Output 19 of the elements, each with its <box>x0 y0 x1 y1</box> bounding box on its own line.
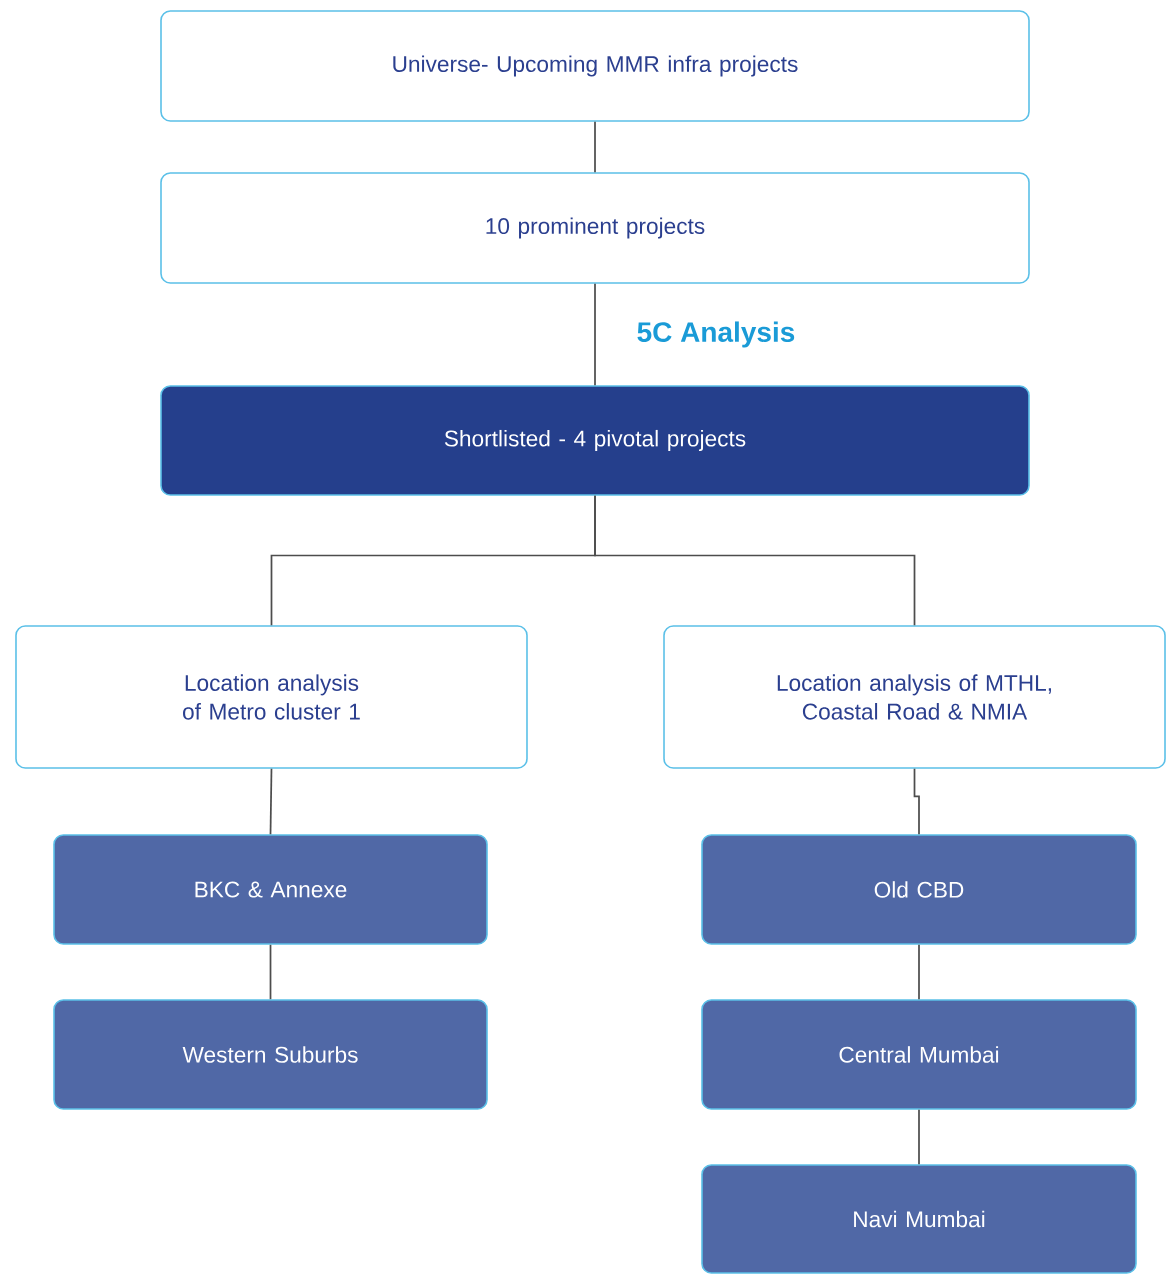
connector-line <box>594 494 916 627</box>
location-box: Location analysis of MTHL, Coastal Road & NMIA <box>663 625 1166 769</box>
area-box: Navi Mumbai <box>701 1164 1137 1274</box>
connector-line <box>918 943 920 1001</box>
connector-line <box>918 1108 920 1166</box>
shortlist-box: Shortlisted - 4 pivotal projects <box>160 385 1030 496</box>
area-box: Central Mumbai <box>701 999 1137 1110</box>
connector-line <box>594 282 596 387</box>
process-box: 10 prominent projects <box>160 172 1030 284</box>
area-box: Western Suburbs <box>53 999 488 1110</box>
edge-label: 5C Analysis <box>637 321 795 348</box>
connector-line <box>269 943 272 1001</box>
process-box: Universe- Upcoming MMR infra projects <box>160 10 1030 122</box>
area-box: BKC & Annexe <box>53 834 488 945</box>
connector-line <box>269 767 273 836</box>
connector-line <box>913 767 920 836</box>
location-box: Location analysis of Metro cluster 1 <box>15 625 528 769</box>
connector-line <box>594 120 596 174</box>
area-box: Old CBD <box>701 834 1137 945</box>
